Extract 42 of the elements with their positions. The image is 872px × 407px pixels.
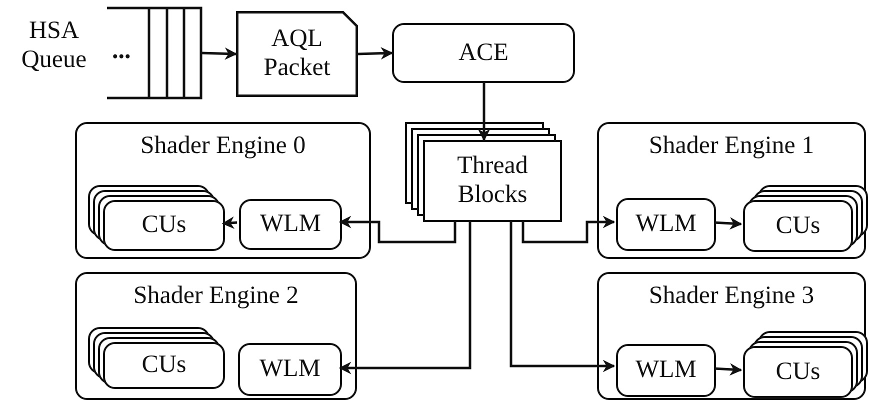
arrow xyxy=(358,47,394,60)
process-box xyxy=(616,198,716,251)
group-title: Shader Engine 0 xyxy=(139,132,307,161)
node-label: WLM xyxy=(259,355,321,384)
node-label: WLM xyxy=(260,210,322,239)
packet-shape xyxy=(236,11,358,97)
group-title: Shader Engine 2 xyxy=(132,282,300,311)
group-title: Shader Engine 3 xyxy=(648,282,816,311)
node-label: Thread Blocks xyxy=(456,152,529,210)
group-box xyxy=(75,122,371,259)
group-title: Shader Engine 1 xyxy=(648,132,816,161)
node-label: WLM xyxy=(635,210,697,239)
stacked-blocks xyxy=(405,122,562,222)
process-box xyxy=(238,343,342,396)
node-label: WLM xyxy=(635,356,697,385)
arrow xyxy=(478,83,490,142)
node-label: HSA Queue xyxy=(20,17,88,74)
process-box xyxy=(616,344,716,397)
stacked-units xyxy=(88,327,225,389)
node-label: ACE xyxy=(458,38,508,68)
stacked-units xyxy=(743,331,868,398)
stacked-units xyxy=(88,185,225,251)
arrow xyxy=(522,216,616,244)
arrow xyxy=(338,222,472,374)
node-label: CUs xyxy=(776,358,820,386)
node-label: CUs xyxy=(776,212,820,240)
process-box xyxy=(239,199,342,250)
arrow xyxy=(222,216,238,229)
node-label: CUs xyxy=(142,351,186,380)
arrow xyxy=(714,363,742,376)
arrow xyxy=(338,216,456,244)
process-box xyxy=(392,23,575,83)
group-box xyxy=(597,272,866,400)
stacked-units xyxy=(743,185,868,252)
arrow xyxy=(714,217,742,230)
arrow xyxy=(202,47,238,60)
group-box xyxy=(597,122,866,259)
node-label: AQL Packet xyxy=(262,25,332,83)
ellipsis: ... xyxy=(112,37,131,66)
arrow xyxy=(510,222,616,372)
node-label: CUs xyxy=(142,211,186,240)
group-box xyxy=(75,272,357,400)
